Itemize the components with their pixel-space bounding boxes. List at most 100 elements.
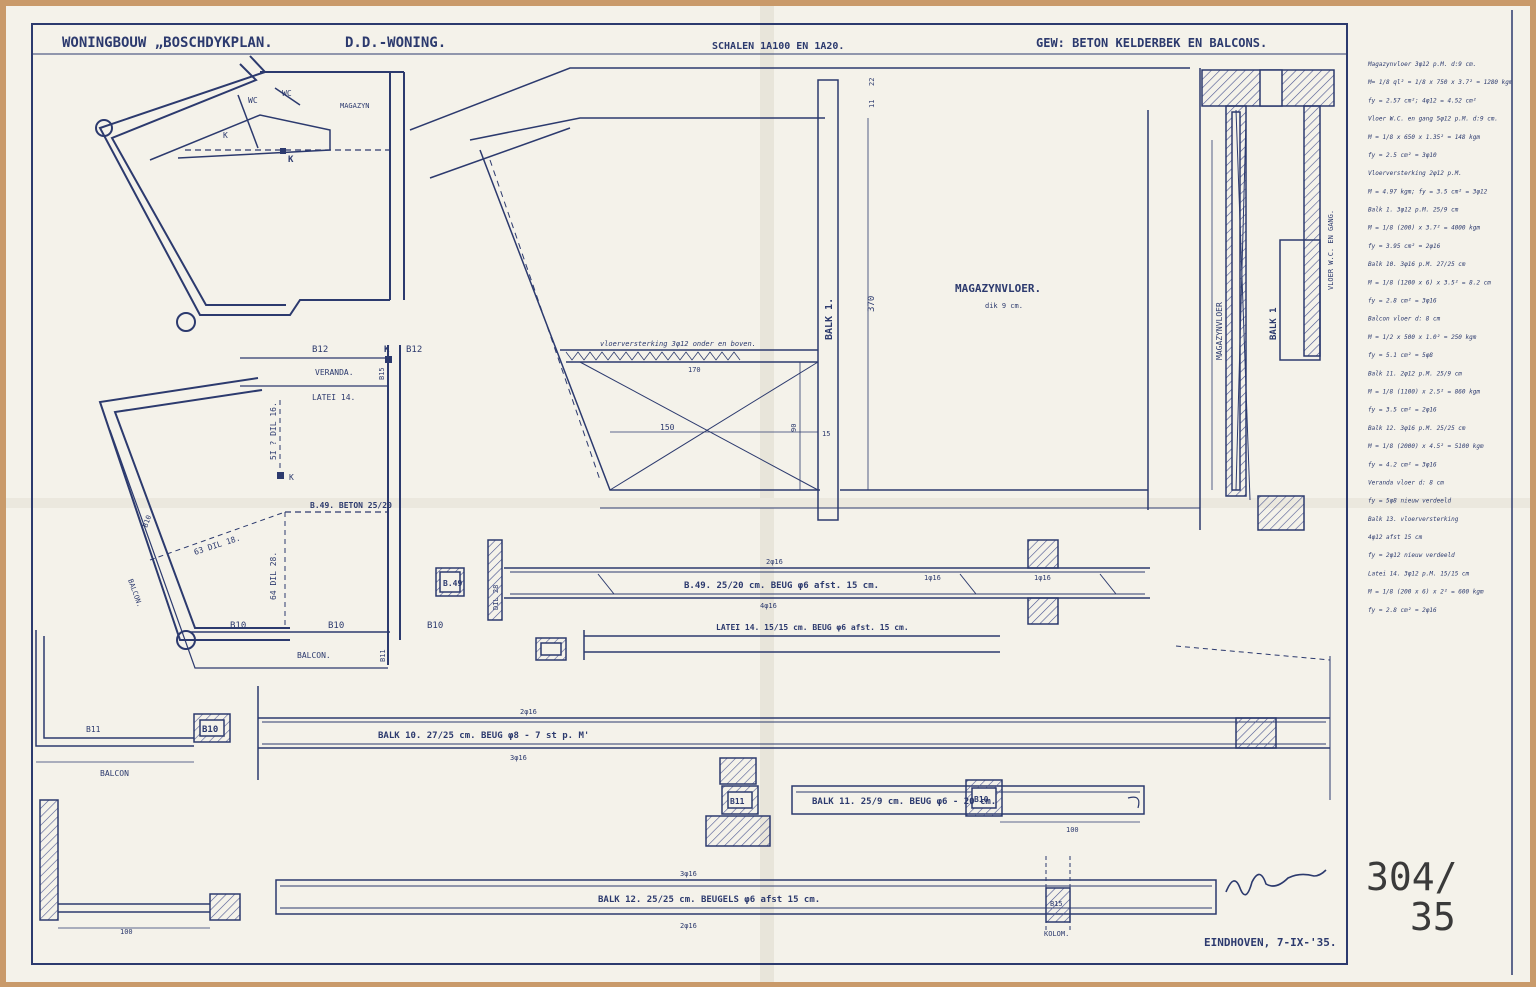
note-line: M = 1/8 x 650 x 1.35² = 148 kgm [1367, 134, 1480, 141]
note-line: Balk 12. 3φ16 p.M. 25/25 cm [1368, 425, 1466, 432]
label-b10-c: B10 [427, 621, 443, 631]
note-line: Vloerversterking 2φ12 p.M. [1368, 170, 1462, 177]
dil-dash-1 [149, 511, 286, 561]
wall-upper-left [98, 55, 390, 316]
b10-mid-inner [971, 787, 997, 809]
label-wc-1: WC [248, 96, 258, 105]
note-line: fy = 2.8 cm² = 2φ16 [1368, 607, 1437, 614]
note-line: M = 4.97 kgm; fy = 3.5 cm² = 3φ12 [1367, 188, 1488, 195]
beam-details [435, 539, 1150, 661]
label-balk10-top: 2φ16 [520, 708, 537, 716]
b49-section-stirrup [439, 571, 461, 593]
note-line: fy = 3.95 cm² = 2φ16 [1368, 243, 1441, 250]
label-b12-left: B12 [312, 345, 328, 355]
label-magazyn: MAGAZYN [340, 102, 370, 110]
note-line: M = 1/8 (200) x 3.7² = 4000 kgm [1367, 225, 1480, 232]
label-balk12-top: 3φ16 [680, 870, 697, 878]
balcon-slab [35, 630, 194, 747]
label-k-top: K [384, 345, 390, 355]
label-dim-170: 170 [688, 366, 701, 374]
note-line: Balk 10. 3φ16 p.M. 27/25 cm [1368, 261, 1466, 268]
note-line: M = 1/8 (200 x 6) x 2² = 600 kgm [1367, 589, 1484, 596]
note-line: M = 1/8 (2000) x 4.5² = 5100 kgm [1367, 443, 1484, 450]
label-b10-b: B10 [328, 621, 344, 631]
note-line: M= 1/8 ql² = 1/8 x 750 x 3.7² = 1280 kgm [1367, 79, 1513, 86]
section-mid-detail [1279, 239, 1321, 361]
label-b49-bottom: 4φ16 [760, 602, 777, 610]
label-veranda: VERANDA. [315, 368, 354, 377]
label-magazynvloer-v: MAGAZYNVLOER [1215, 302, 1224, 360]
footer-place-date: EINDHOVEN, 7-IX-'35. [1204, 936, 1336, 949]
note-line: Veranda vloer d: 8 cm [1368, 479, 1444, 486]
note-line: fy = 2.57 cm²; 4φ12 = 4.52 cm² [1368, 97, 1476, 104]
fold-shadow-h [6, 498, 1530, 508]
label-dim-22: 22 [868, 78, 876, 86]
wall-upper-left-2 [110, 63, 286, 306]
note-line: Balk 13. vloerversterking [1368, 516, 1459, 523]
note-line: Latei 14. 3φ12 p.M. 15/15 cm [1368, 570, 1470, 577]
label-b11-section: B11 [86, 725, 101, 734]
b11-lower-top [719, 757, 757, 785]
label-b49-beam: B.49. 25/20 cm. BEUG φ6 afst. 15 cm. [684, 581, 879, 591]
balk12-left-section [209, 893, 241, 921]
plan-lower [98, 345, 401, 669]
label-balcon: BALCON [100, 769, 129, 778]
label-balk11: BALK 11. 25/9 cm. BEUG φ6 - 20 cm. [812, 797, 996, 807]
drawing-number-top: 304/ [1366, 855, 1458, 899]
label-dim-100: 100 [1066, 826, 1079, 834]
label-dim-100-b: 100 [120, 928, 133, 936]
note-line: Magazynvloer 3φ12 p.M. d:9 cm. [1367, 61, 1476, 68]
title-type: D.D.-WONING. [345, 35, 446, 51]
label-b12-right: B12 [406, 345, 422, 355]
drawing-number-bottom: 35 [1410, 895, 1456, 939]
notes-column: Magazynvloer 3φ12 p.M. d:9 cm. M= 1/8 ql²… [1367, 61, 1513, 614]
partition-upper-2 [237, 94, 259, 149]
label-b15: B15 [378, 367, 386, 380]
slab-outline-2 [429, 127, 571, 179]
column-upper-1 [95, 119, 113, 137]
label-balcon-bottom: BALCON. [297, 651, 331, 660]
label-balk-1: BALK 1. [824, 298, 835, 340]
b49-support-top [1027, 539, 1059, 569]
note-line: fy = 2φ12 nieuw verdeeld [1368, 552, 1455, 559]
slab-outline [409, 67, 1190, 131]
b49-wall-section [487, 539, 503, 621]
label-dim-90: 90 [790, 424, 798, 432]
column-mark-k-mid [277, 472, 284, 479]
b49-bend-2 [959, 573, 977, 595]
label-balk12-bottom: 2φ16 [680, 922, 697, 930]
label-latei: LATEI 14. [312, 393, 355, 402]
label-kolom: KOLOM. [1044, 930, 1069, 938]
latei-section-inner [540, 642, 562, 656]
balk-12 [39, 799, 1217, 930]
title-scale: SCHALEN 1A100 EN 1A20. [712, 41, 844, 52]
label-latei: LATEI 14. 15/15 cm. BEUG φ6 afst. 15 cm. [716, 623, 909, 632]
label-b49-bend-1: 1φ16 [924, 574, 941, 582]
label-magazynvloer-sub: dik 9 cm. [985, 302, 1023, 310]
note-line: M = 1/8 (1100) x 2.5² = 860 kgm [1367, 388, 1480, 395]
reinforcement-zigzag [565, 351, 741, 361]
slab-outline-inner [469, 117, 825, 141]
label-dil-28: 64 DIL 28. [269, 552, 278, 600]
note-line: 4φ12 afst 15 cm [1368, 534, 1423, 541]
label-b49-top: 2φ16 [766, 558, 783, 566]
section-right [1201, 69, 1335, 531]
note-line: M = 1/8 (1200 x 6) x 3.5² = 8.2 cm [1367, 279, 1491, 286]
label-b10-left: B10 [141, 514, 153, 529]
balk-10 [35, 630, 1331, 800]
label-balk-1-v: BALK 1 [1269, 307, 1279, 340]
slab-edge-dash [489, 159, 601, 481]
label-dim-11: 11 [868, 100, 876, 108]
column-mark-k [280, 148, 286, 154]
fold-shadow [760, 6, 774, 982]
label-vloer-wc: VLOER W.C. EN GANG. [1327, 210, 1335, 290]
label-dil-16: 5I ? DIL 16. [269, 402, 278, 460]
title-right: GEW: BETON KELDERBEK EN BALCONS. [1036, 36, 1267, 50]
column-mark-k-top [385, 356, 392, 363]
partition-upper [149, 114, 331, 161]
section-rebar-2 [1235, 119, 1247, 491]
label-b49-dil: DIL 28 [492, 585, 500, 610]
balk12-beam [275, 879, 1217, 915]
label-dim-15: 15 [822, 430, 830, 438]
b10-section-inner [199, 719, 225, 737]
